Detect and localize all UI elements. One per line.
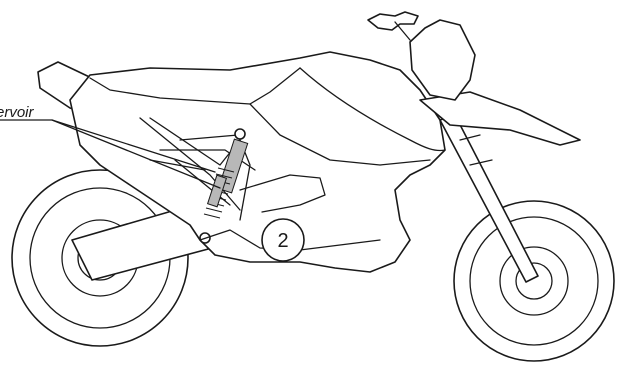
reservoir-label: ervoir: [0, 104, 35, 121]
front-cowl: [410, 20, 475, 100]
callout-number: 2: [277, 230, 288, 252]
handlebar: [368, 12, 418, 40]
front-fender: [420, 92, 580, 145]
front-wheel: [454, 201, 614, 361]
callout-2: 2: [262, 219, 304, 261]
